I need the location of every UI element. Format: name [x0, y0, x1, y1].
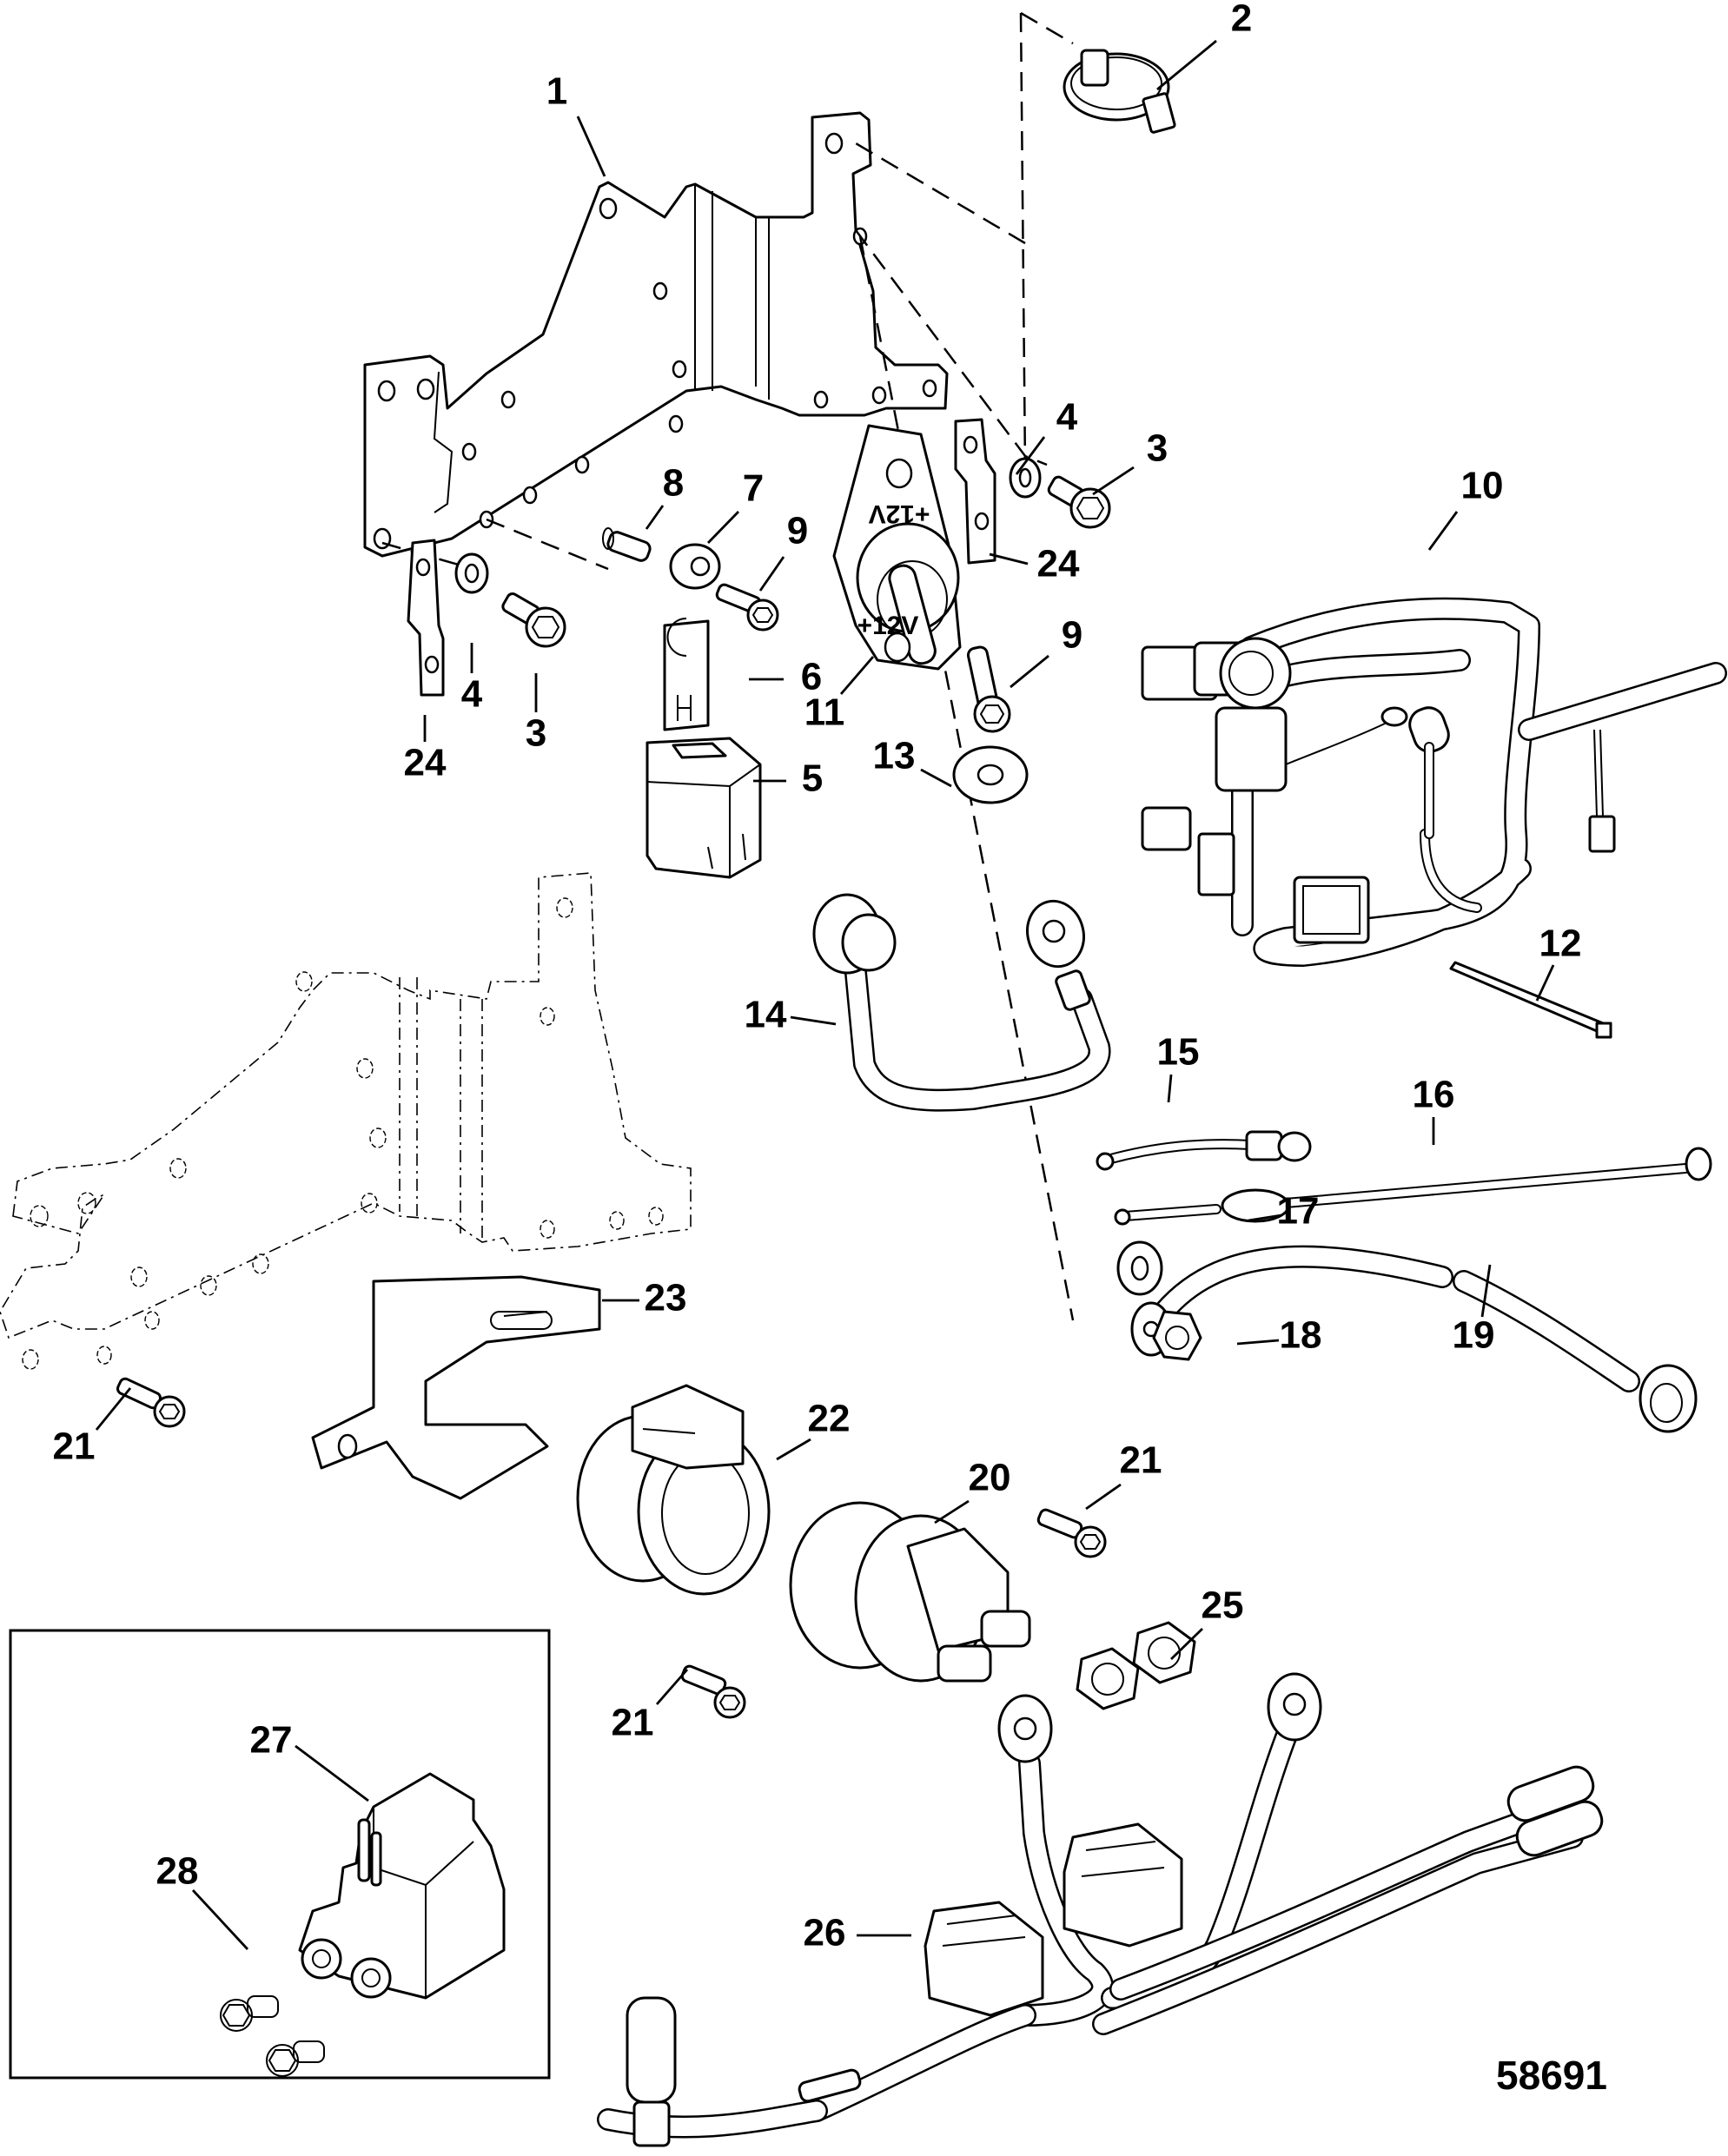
callout-4-left: 4: [461, 673, 483, 716]
wiring-harness[interactable]: [1141, 597, 1727, 967]
callout-17: 17: [1277, 1190, 1320, 1233]
callout-4-right: 4: [1056, 396, 1078, 439]
screw-left-21[interactable]: [116, 1377, 186, 1428]
callout-24-right: 24: [1037, 543, 1080, 585]
callout-25: 25: [1202, 1584, 1244, 1627]
callout-5: 5: [802, 757, 823, 800]
callout-1: 1: [546, 70, 567, 113]
mounting-bracket[interactable]: [363, 111, 949, 558]
callout-9-left: 9: [787, 510, 808, 552]
hose-clamp[interactable]: [1063, 49, 1176, 134]
callout-11: 11: [804, 691, 845, 734]
screw-right-9[interactable]: [966, 645, 1011, 733]
callout-15: 15: [1157, 1031, 1200, 1074]
callout-24-left: 24: [404, 742, 447, 784]
callout-28: 28: [156, 1850, 199, 1893]
leader-lines: [95, 39, 1555, 1950]
cable-19[interactable]: [1130, 1245, 1698, 1433]
screw-lower-21[interactable]: [680, 1664, 746, 1719]
washer-13[interactable]: [952, 745, 1029, 804]
callout-2: 2: [1231, 0, 1252, 40]
callout-3-right: 3: [1147, 427, 1168, 470]
battery-cable[interactable]: [812, 893, 1111, 1112]
relay-clip[interactable]: [663, 618, 710, 731]
ground-strap-right[interactable]: [954, 418, 996, 565]
solenoid-bracket[interactable]: [311, 1275, 601, 1500]
callout-21-mid: 21: [1120, 1439, 1162, 1482]
washer-left[interactable]: [454, 552, 489, 594]
callout-13: 13: [873, 735, 916, 777]
callout-18: 18: [1280, 1314, 1322, 1357]
fused-lead[interactable]: [1114, 1147, 1712, 1226]
callout-14: 14: [745, 994, 787, 1036]
starter-solenoid[interactable]: [789, 1501, 1031, 1683]
ground-strap-left[interactable]: [407, 539, 445, 697]
inset-screws-28[interactable]: [220, 1995, 325, 2077]
callout-23: 23: [645, 1277, 687, 1319]
callout-26: 26: [804, 1912, 846, 1954]
callout-3-left: 3: [526, 712, 546, 755]
callout-8: 8: [663, 462, 684, 505]
callout-27: 27: [250, 1719, 293, 1762]
relay[interactable]: [646, 737, 762, 879]
ghost-bracket: [0, 872, 692, 1370]
solenoid-boot[interactable]: [576, 1384, 771, 1596]
cable-tie[interactable]: [1449, 961, 1612, 1039]
lead-15[interactable]: [1096, 1130, 1312, 1171]
nut-18[interactable]: [1152, 1310, 1202, 1361]
screw-mid-21[interactable]: [1036, 1508, 1107, 1558]
solenoid-label: +12V: [869, 499, 930, 528]
bushing[interactable]: [602, 527, 652, 563]
callout-10: 10: [1461, 465, 1504, 507]
callout-19: 19: [1453, 1314, 1495, 1357]
flange-screw-right[interactable]: [1047, 475, 1111, 529]
callout-6: 6: [801, 656, 822, 698]
callout-9-right: 9: [1062, 614, 1082, 657]
relay-harness[interactable]: [597, 1672, 1606, 2147]
washer-17[interactable]: [1116, 1240, 1163, 1296]
callout-12: 12: [1539, 923, 1582, 965]
callout-labels: 1 2 3 3 4 4 5 6 7 8 9 9 10 11 12 13 14 1…: [53, 0, 1582, 1954]
flange-screw-left[interactable]: [501, 592, 566, 648]
figure-number: 58691: [1496, 2053, 1607, 2098]
screw-left-9[interactable]: [715, 583, 779, 632]
callout-21-left: 21: [53, 1425, 96, 1468]
starter-solenoid-alt[interactable]: [298, 1772, 506, 2000]
nuts-25[interactable]: [1076, 1621, 1196, 1710]
washer-right[interactable]: [1009, 457, 1042, 499]
assembly-axes: [381, 11, 1075, 1321]
solenoid-label-lower: +12V: [857, 612, 919, 640]
callout-16: 16: [1413, 1074, 1455, 1116]
inset-box: [9, 1629, 551, 2080]
circuit-breaker-12v[interactable]: +12V +12V: [832, 424, 962, 671]
callout-21-lower: 21: [612, 1702, 654, 1744]
callout-20: 20: [969, 1457, 1011, 1499]
grommet[interactable]: [669, 543, 721, 590]
callout-22: 22: [808, 1398, 851, 1440]
callout-7: 7: [743, 467, 764, 510]
